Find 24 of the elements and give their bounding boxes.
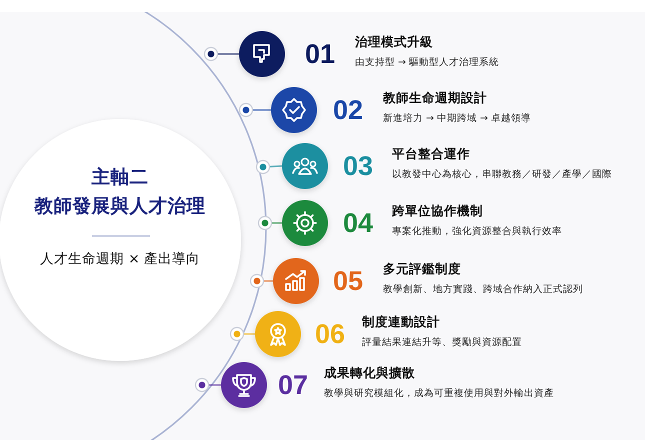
step-heading: 制度連動設計 [362, 314, 440, 330]
step-description: 教學創新、地方實踐、跨域合作納入正式認列 [383, 283, 583, 296]
step-number: 03 [343, 151, 374, 181]
step-heading: 平台整合運作 [392, 146, 470, 162]
step-description: 專案化推動，強化資源整合與執行效率 [392, 225, 562, 238]
step-description: 教學與研究模組化，成為可重複使用與對外輸出資產 [324, 387, 554, 400]
step-heading: 成果轉化與擴散 [324, 365, 415, 381]
title-text: 教師發展與人才治理 [33, 195, 206, 219]
subtitle-text: 人才生命週期 × 產出導向 [39, 250, 201, 268]
step-description: 以教發中心為核心，串聯教務／研發／產學／國際 [392, 168, 612, 181]
step-heading: 教師生命週期設計 [383, 90, 487, 106]
step-heading: 跨單位協作機制 [392, 203, 483, 219]
step-description: 評量結果連結升等、獎勵與資源配置 [362, 336, 522, 349]
step-description: 新進培力 → 中期跨域 → 卓越領導 [383, 112, 531, 125]
step-heading: 治理模式升級 [355, 34, 433, 50]
step-number: 07 [278, 370, 308, 400]
step-number: 05 [333, 266, 364, 296]
step-number: 06 [315, 319, 346, 349]
step-number: 04 [343, 208, 374, 238]
title-text: 主軸二 [90, 166, 150, 190]
step-heading: 多元評鑑制度 [383, 261, 461, 277]
step-number: 01 [305, 39, 336, 69]
step-description: 由支持型 → 驅動型人才治理系統 [355, 56, 499, 69]
step-number: 02 [333, 95, 364, 125]
